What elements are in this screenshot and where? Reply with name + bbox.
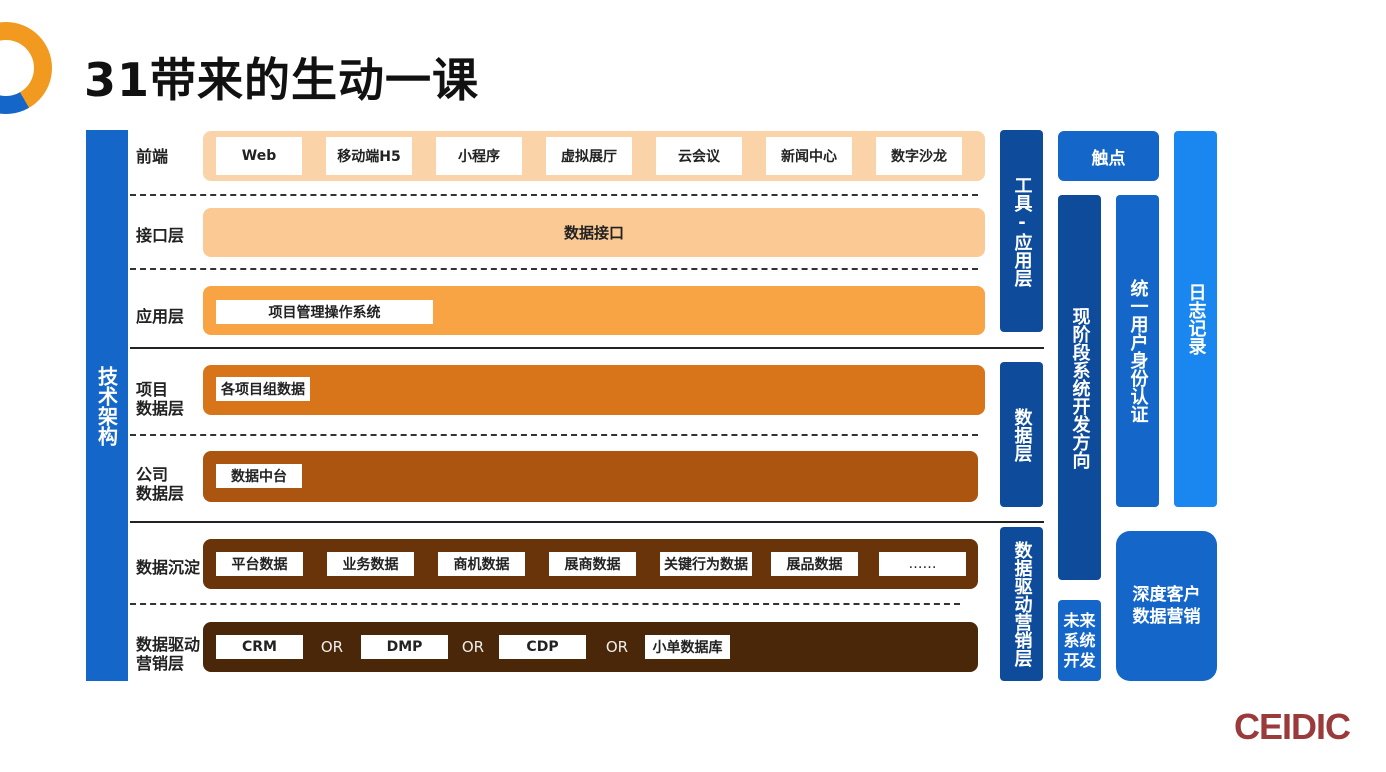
crm-chip: CRM [216,635,303,659]
data-driven-marketing-layer: 数据驱动营销层 [1000,527,1043,681]
unified-identity-label: 统一用户身份认证 [1127,279,1149,423]
frontend-chip: 移动端H5 [326,137,412,175]
tech-architecture-label: 技术架构 [94,365,119,446]
current-direction-label: 现阶段系统开发方向 [1069,306,1091,469]
deep-customer-marketing-label: 深度客户数据营销 [1132,585,1201,627]
or-label: OR [320,638,344,656]
deposit-chip: 关键行为数据 [660,552,752,576]
deposit-chip: 展品数据 [771,552,858,576]
frontend-chip: 数字沙龙 [876,137,962,175]
company-data-band [203,451,978,502]
data-interface-band: 数据接口 [203,208,985,257]
future-development-label: 未来系统开发 [1063,610,1096,670]
row-label-deposit: 数据沉淀 [136,558,201,577]
frontend-chip: 新闻中心 [766,137,852,175]
deep-customer-marketing-box: 深度客户数据营销 [1116,531,1217,681]
future-development-box: 未来系统开发 [1058,600,1101,681]
row-label-project-data-line2: 数据层 [136,399,185,418]
row-label-project-data-line1: 项目 [136,380,169,399]
touchpoint-box: 触点 [1058,131,1159,181]
data-layer: 数据层 [1000,362,1043,507]
deposit-chip: 业务数据 [327,552,414,576]
frontend-chip: 虚拟展厅 [546,137,632,175]
row-label-frontend: 前端 [136,147,169,166]
dmp-chip: DMP [361,635,448,659]
page-title: 31带来的生动一课 [84,53,480,107]
data-middle-platform-chip: 数据中台 [216,464,302,488]
frontend-chip: 云会议 [656,137,742,175]
separator-dashed [130,434,978,436]
current-direction-bar: 现阶段系统开发方向 [1058,195,1101,580]
row-label-interface: 接口层 [136,226,185,245]
tools-application-layer: 工具-应用层 [1000,130,1043,332]
project-group-data-chip: 各项目组数据 [216,377,310,401]
or-label: OR [605,638,629,656]
row-label-application: 应用层 [136,307,185,326]
log-record-bar: 日志记录 [1174,131,1217,507]
row-label-driven-line2: 营销层 [136,654,185,673]
separator-dashed [130,603,960,605]
deposit-chip-more: …… [879,552,966,576]
row-label-driven-line1: 数据驱动 [136,635,201,654]
deposit-chip: 展商数据 [549,552,636,576]
tools-application-layer-label: 工具-应用层 [1011,175,1033,287]
separator-dashed [130,194,978,196]
separator-solid [130,347,1044,349]
project-management-chip: 项目管理操作系统 [216,300,433,324]
data-layer-label: 数据层 [1011,407,1033,462]
data-driven-band [203,622,978,672]
brand-logo: CEIDIC [1234,706,1351,747]
row-label-company-data: 公司 数据层 [136,465,184,503]
row-label-project-data: 项目 数据层 [136,380,184,418]
row-label-company-data-line1: 公司 [136,465,169,484]
separator-dashed [130,268,978,270]
row-label-company-data-line2: 数据层 [136,484,185,503]
logo-icon [0,22,52,114]
or-label: OR [461,638,485,656]
tech-architecture-bar: 技术架构 [86,130,128,681]
row-label-driven: 数据驱动 营销层 [136,635,200,673]
deposit-chip: 平台数据 [216,552,303,576]
project-data-band [203,365,985,415]
frontend-chip: Web [216,137,302,175]
frontend-chip: 小程序 [436,137,522,175]
deposit-chip: 商机数据 [438,552,525,576]
separator-solid [130,521,1044,523]
log-record-label: 日志记录 [1185,283,1207,355]
unified-identity-bar: 统一用户身份认证 [1116,195,1159,507]
small-database-chip: 小单数据库 [645,635,730,659]
cdp-chip: CDP [499,635,586,659]
data-driven-marketing-layer-label: 数据驱动营销层 [1011,541,1033,667]
